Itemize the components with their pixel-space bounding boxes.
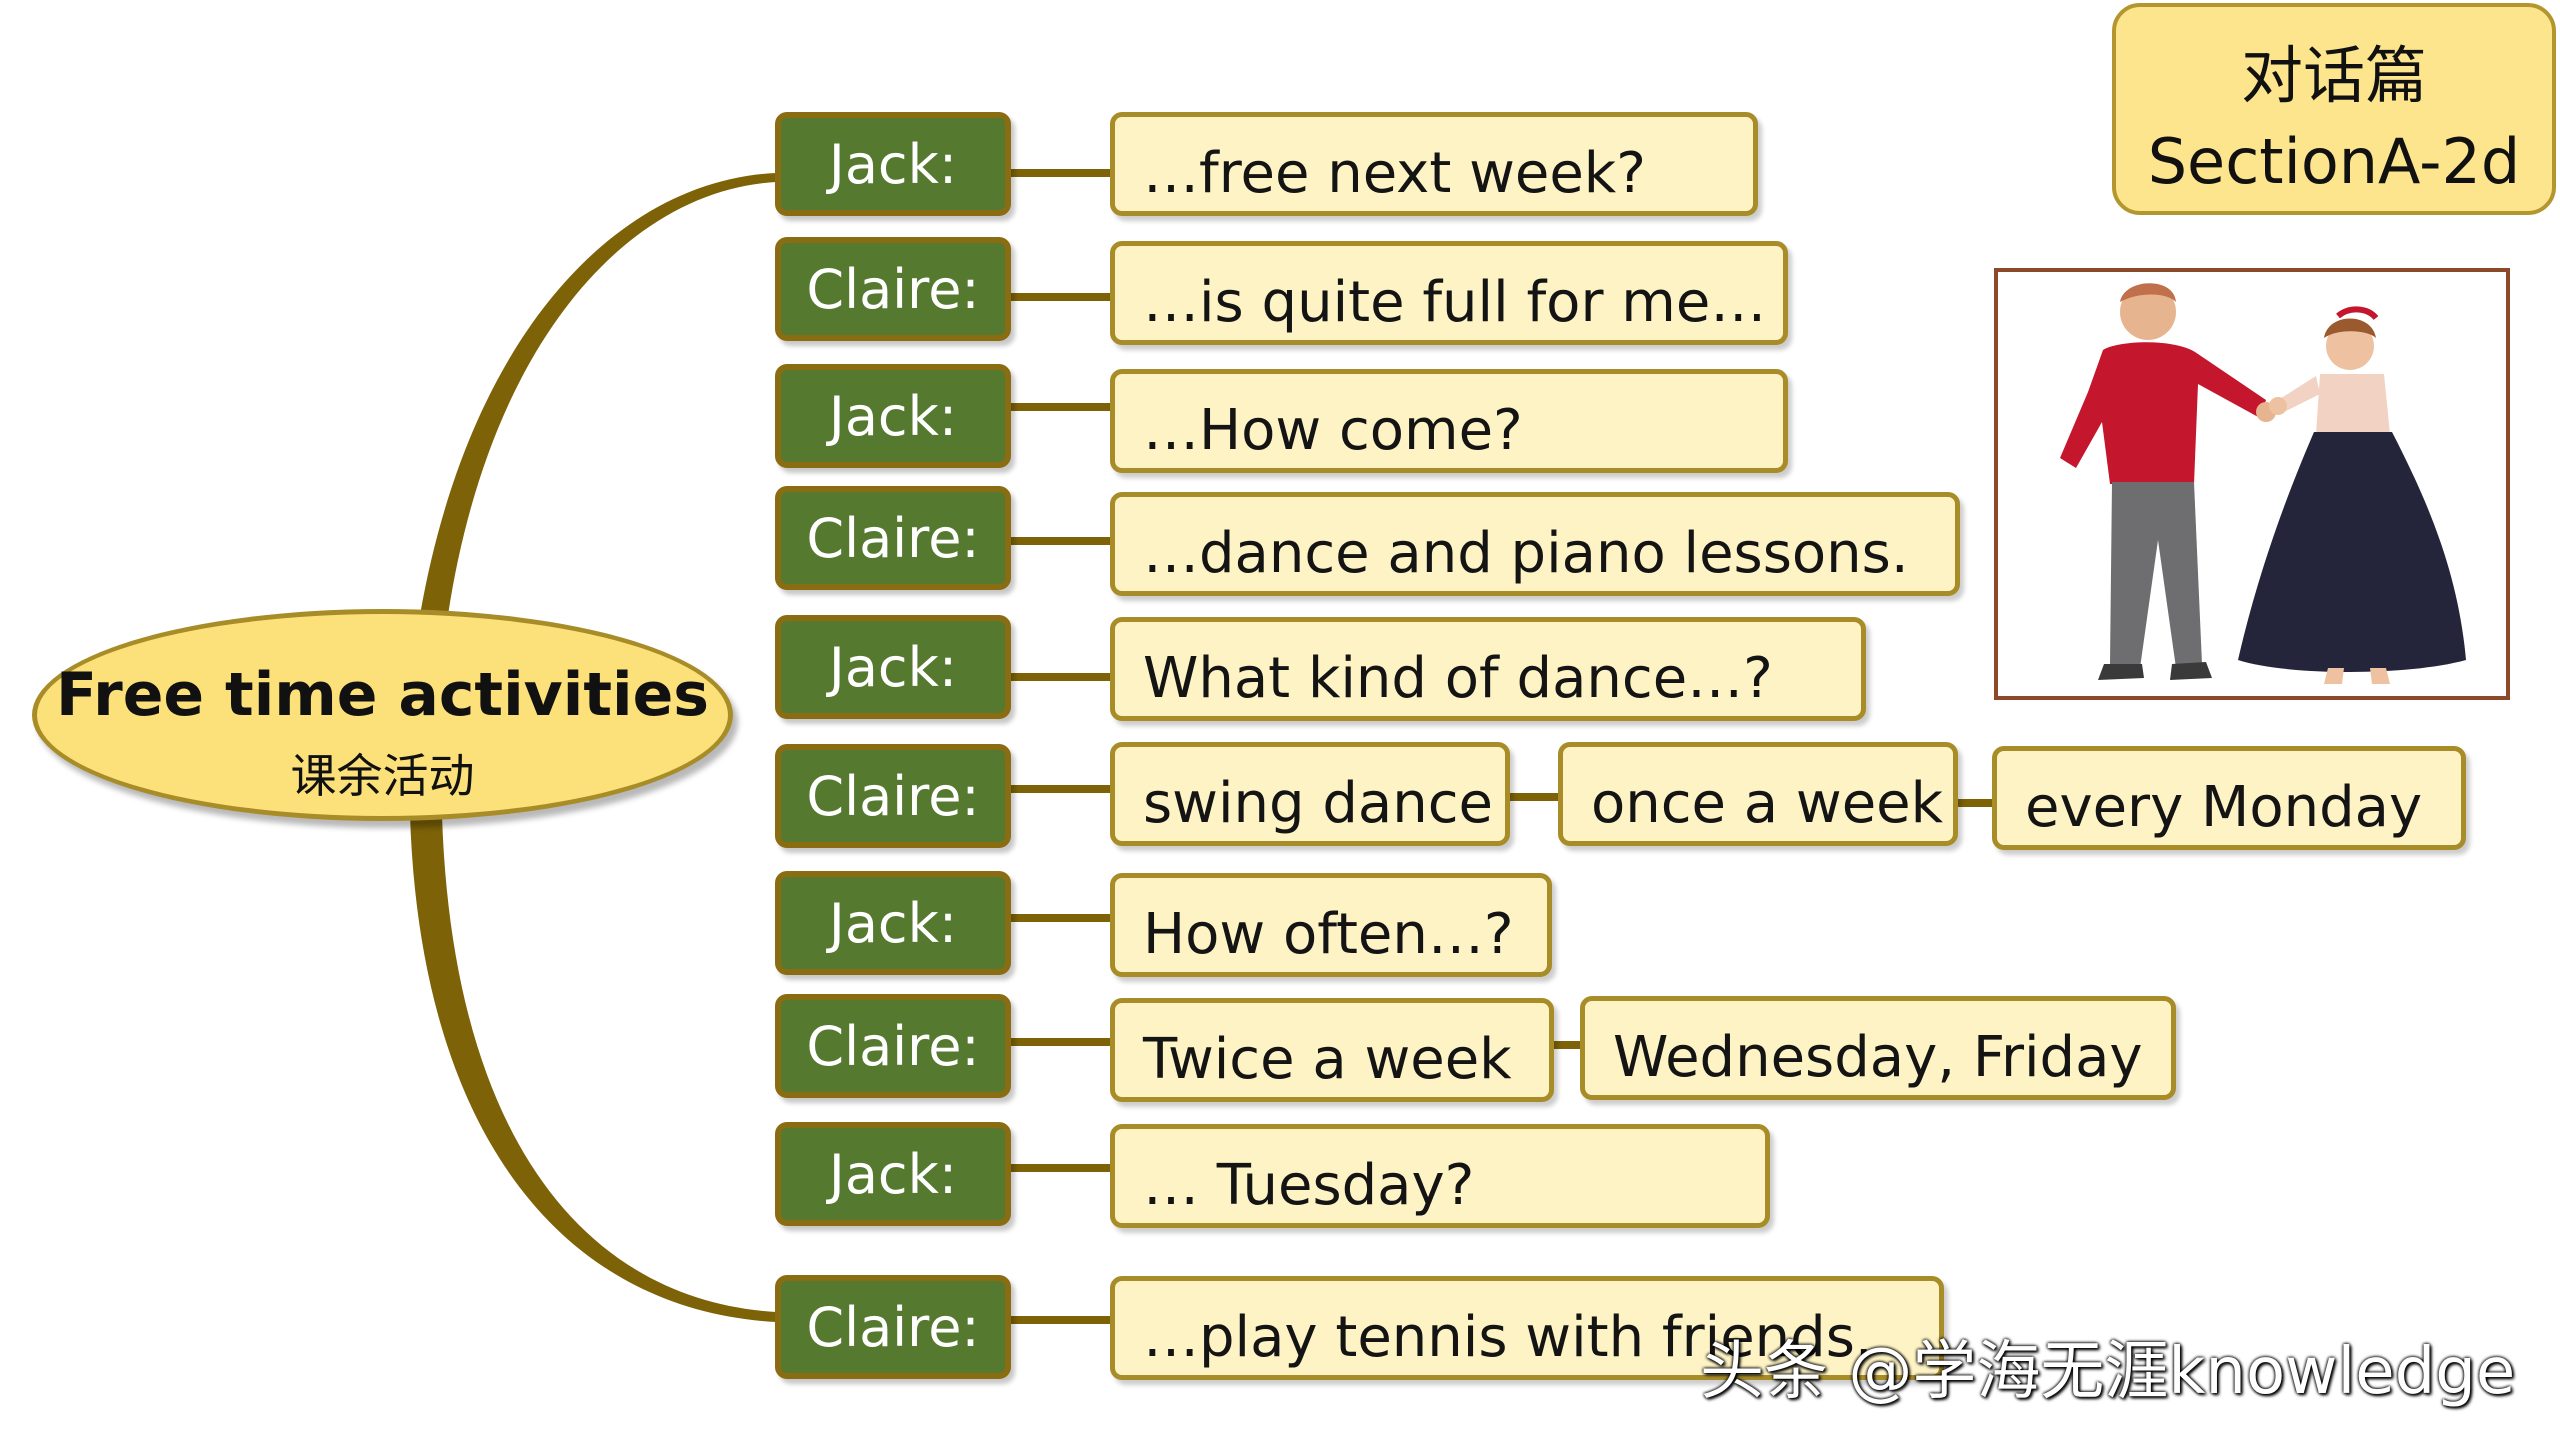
speaker-label: Jack: bbox=[775, 871, 1011, 975]
dialogue-bubble: …free next week? bbox=[1110, 112, 1758, 216]
central-topic-node: Free time activities 课余活动 bbox=[32, 609, 733, 821]
dialogue-bubble: …dance and piano lessons. bbox=[1110, 492, 1960, 596]
dialogue-bubble: once a week bbox=[1558, 742, 1958, 846]
speaker-label: Claire: bbox=[775, 744, 1011, 848]
central-topic-subtitle: 课余活动 bbox=[290, 749, 475, 803]
connectors bbox=[1011, 169, 1992, 1324]
dialogue-bubble: every Monday bbox=[1992, 746, 2466, 850]
speaker-label: Claire: bbox=[775, 237, 1011, 341]
central-topic-title: Free time activities bbox=[56, 660, 709, 730]
speaker-label: Jack: bbox=[775, 615, 1011, 719]
section-tag-title: 对话篇 bbox=[2240, 39, 2427, 112]
speaker-label: Claire: bbox=[775, 994, 1011, 1098]
speaker-label: Claire: bbox=[775, 1275, 1011, 1379]
dialogue-bubble: Twice a week bbox=[1110, 998, 1554, 1102]
dialogue-bubble: How often…? bbox=[1110, 873, 1552, 977]
section-tag-code: SectionA-2d bbox=[2147, 125, 2521, 198]
dancing-couple-illustration bbox=[2060, 283, 2466, 684]
speaker-label: Jack: bbox=[775, 364, 1011, 468]
dialogue-bubble: …play tennis with friends. bbox=[1110, 1276, 1944, 1380]
speaker-label: Jack: bbox=[775, 112, 1011, 216]
dancers-photo bbox=[1994, 268, 2510, 700]
dialogue-bubble: …is quite full for me… bbox=[1110, 241, 1788, 345]
dialogue-bubble: …How come? bbox=[1110, 369, 1788, 473]
upper-branch bbox=[420, 173, 776, 615]
dialogue-bubble: … Tuesday? bbox=[1110, 1124, 1770, 1228]
dialogue-bubble: swing dance bbox=[1110, 742, 1510, 846]
speaker-label: Claire: bbox=[775, 486, 1011, 590]
watermark-text: 头条 @学海无涯knowledge bbox=[1700, 1335, 2516, 1409]
lower-branch bbox=[410, 815, 776, 1322]
dialogue-bubble: What kind of dance…? bbox=[1110, 617, 1866, 721]
speaker-label: Jack: bbox=[775, 1122, 1011, 1226]
section-tag: 对话篇 SectionA-2d bbox=[2112, 3, 2556, 215]
dialogue-bubble: Wednesday, Friday bbox=[1580, 996, 2176, 1100]
